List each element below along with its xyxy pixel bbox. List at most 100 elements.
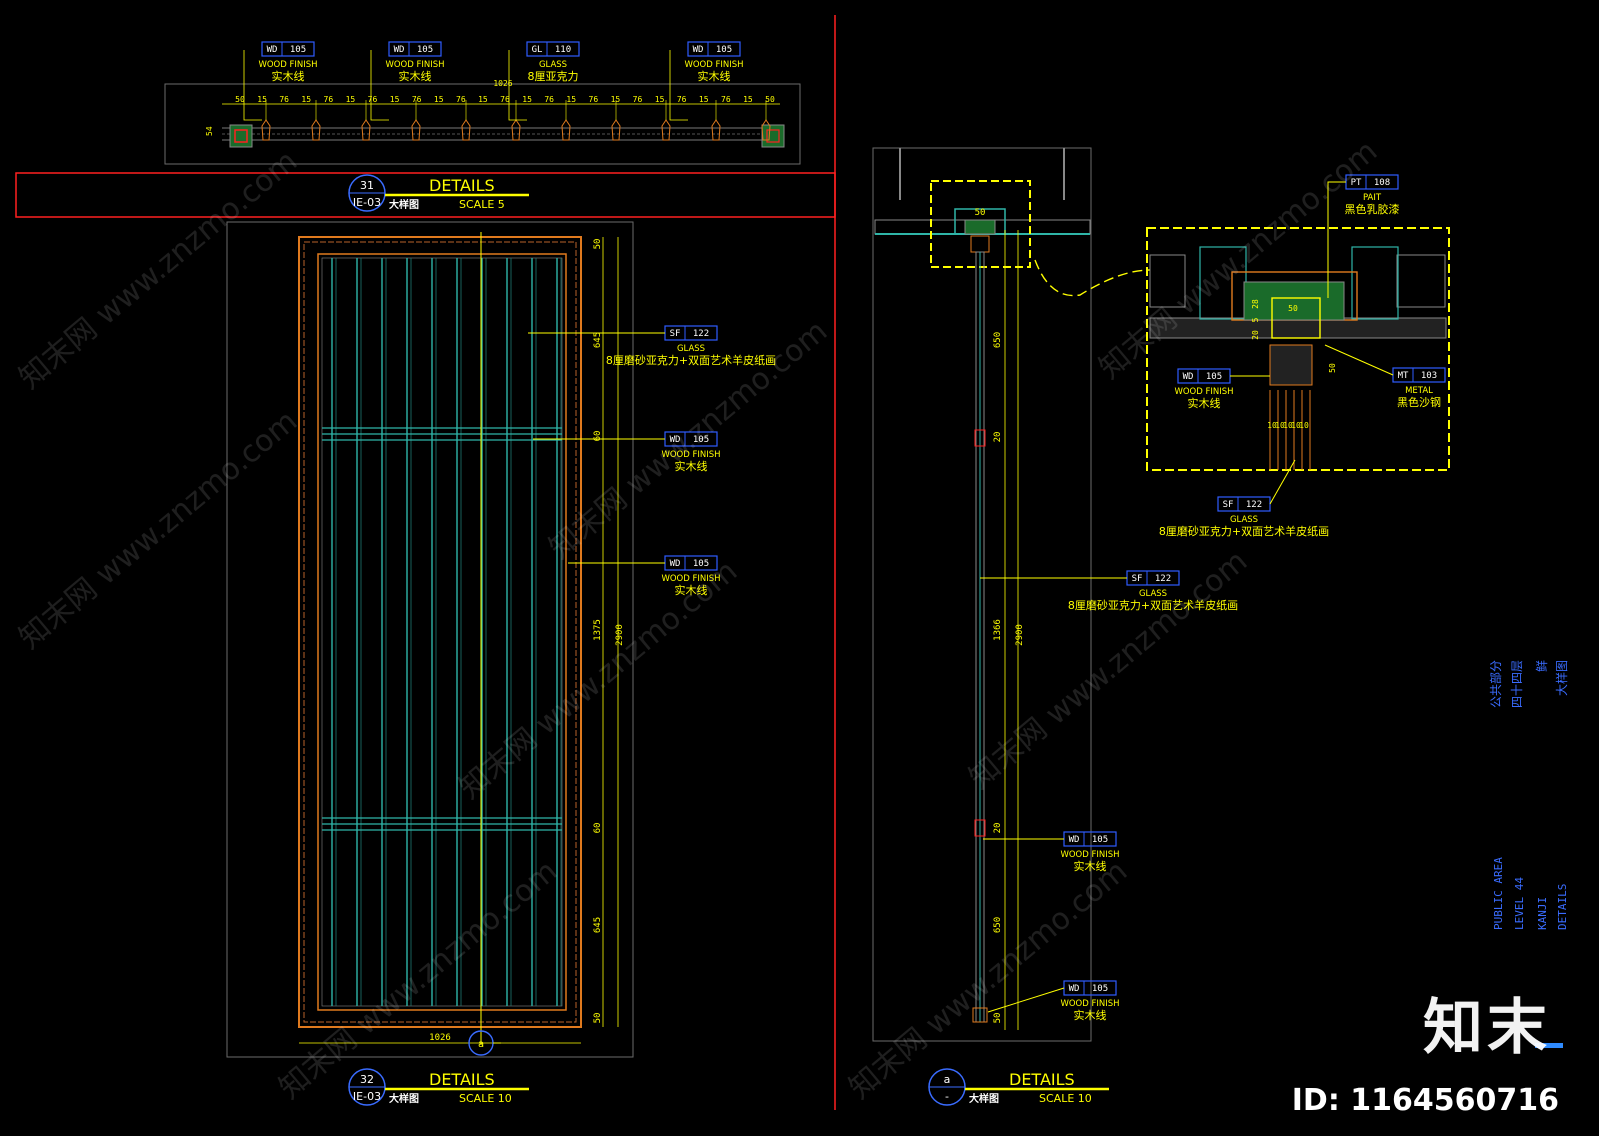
detail-title-zh: 大样图 bbox=[969, 1092, 999, 1105]
top-dim-label: 15 bbox=[478, 95, 488, 104]
top-dim-label: 76 bbox=[368, 95, 378, 104]
mullion-profile bbox=[761, 119, 771, 141]
mullion-profile bbox=[511, 119, 521, 141]
top-dim-label: 76 bbox=[677, 95, 687, 104]
enlarged-dim-label: 10 bbox=[1291, 421, 1301, 430]
section-dim-label: 1366 bbox=[993, 619, 1003, 641]
top-dim-label: 15 bbox=[301, 95, 311, 104]
tag-material-en: WOOD FINISH bbox=[258, 60, 317, 70]
top-dim-label: 15 bbox=[566, 95, 576, 104]
enlarged-dim-label: 10 bbox=[1267, 421, 1277, 430]
tag-code: WD bbox=[267, 45, 278, 55]
watermark-text: 知末网 www.znzmo.com bbox=[1093, 134, 1384, 386]
tag-material-zh: 实木线 bbox=[675, 583, 708, 597]
top-dim-label: 15 bbox=[257, 95, 267, 104]
top-dim-label: 15 bbox=[699, 95, 709, 104]
mullion-profile bbox=[561, 119, 571, 141]
section-dim-label: 20 bbox=[993, 823, 1003, 834]
top-dim-label: 50 bbox=[235, 95, 245, 104]
leader-line bbox=[1269, 459, 1296, 505]
top-dim-label: 15 bbox=[743, 95, 753, 104]
top-dim-label: 50 bbox=[765, 95, 775, 104]
watermark-text: 知末网 www.znzmo.com bbox=[13, 404, 304, 656]
watermark-layer: 知末网 www.znzmo.com 知末网 www.znzmo.com 知末网 ww… bbox=[13, 134, 1384, 1106]
watermark-text: 知末网 www.znzmo.com bbox=[843, 854, 1134, 1106]
tag-material-zh: 8厘磨砂亚克力+双面艺术羊皮纸画 bbox=[1068, 598, 1238, 612]
tag-code: GL bbox=[532, 45, 543, 55]
tag-code: WD bbox=[670, 435, 681, 445]
section-dim-label: 20 bbox=[993, 432, 1003, 443]
elevation-dim-label: 60 bbox=[593, 823, 603, 834]
title-block-zh: 四十四层 bbox=[1510, 660, 1524, 708]
tag-material-zh: 黑色沙钢 bbox=[1397, 395, 1441, 409]
tag-material-zh: 8厘磨砂亚克力+双面艺术羊皮纸画 bbox=[606, 353, 776, 367]
detail-number: 31 bbox=[360, 179, 374, 192]
detail-title-text: DETAILS bbox=[429, 176, 495, 195]
detail-title-strip bbox=[15, 172, 836, 218]
leader-line bbox=[1327, 181, 1346, 298]
tag-code: WD bbox=[1069, 835, 1080, 845]
tag-code: SF bbox=[1132, 574, 1143, 584]
top-dim-label: 15 bbox=[655, 95, 665, 104]
tag-material-zh: 8厘磨砂亚克力+双面艺术羊皮纸画 bbox=[1159, 524, 1329, 538]
leader-line bbox=[508, 50, 527, 121]
enlarged-fins bbox=[1269, 390, 1311, 470]
tag-material-zh: 实木线 bbox=[272, 69, 305, 83]
tag-number: 105 bbox=[1092, 835, 1108, 845]
tag-number: 105 bbox=[290, 45, 306, 55]
mullion-profile bbox=[661, 119, 671, 141]
detail-scale: SCALE 10 bbox=[459, 1092, 512, 1105]
mullion-profile bbox=[411, 119, 421, 141]
tag-number: 105 bbox=[716, 45, 732, 55]
elevation-dim-label: 60 bbox=[593, 431, 603, 442]
detail-number: 32 bbox=[360, 1073, 374, 1086]
tag-material-en: WOOD FINISH bbox=[1060, 999, 1119, 1009]
tag-code: WD bbox=[693, 45, 704, 55]
tag-code: WD bbox=[394, 45, 405, 55]
top-dim-label: 76 bbox=[544, 95, 554, 104]
tag-material-zh: 实木线 bbox=[698, 69, 731, 83]
tag-material-en: METAL bbox=[1405, 386, 1433, 396]
leader-line bbox=[669, 50, 688, 121]
mullion-profile bbox=[461, 119, 471, 141]
enlarged-dim-label: 10 bbox=[1299, 421, 1309, 430]
detail-title-text: DETAILS bbox=[1009, 1070, 1075, 1089]
mullion-profile bbox=[711, 119, 721, 141]
top-dim-label: 15 bbox=[390, 95, 400, 104]
watermark-text: 知末网 www.znzmo.com bbox=[273, 854, 564, 1106]
tag-material-zh: 实木线 bbox=[1074, 1008, 1107, 1022]
top-dim-label: 15 bbox=[522, 95, 532, 104]
tag-code: WD bbox=[1183, 372, 1194, 382]
tag-number: 110 bbox=[555, 45, 571, 55]
title-block-zh: 鲜 bbox=[1535, 660, 1549, 672]
tag-material-zh: 实木线 bbox=[399, 69, 432, 83]
top-dim-label: 76 bbox=[324, 95, 334, 104]
leader-line bbox=[987, 987, 1065, 1013]
enlarged-dim-label: 20 bbox=[1251, 330, 1260, 340]
section-marker: a bbox=[478, 1039, 484, 1050]
detail-title-zh: 大样图 bbox=[389, 198, 419, 211]
tag-code: WD bbox=[1069, 984, 1080, 994]
title-block-zh: 公共部分 bbox=[1488, 660, 1503, 708]
elevation-dim-label: 645 bbox=[593, 917, 603, 933]
top-dim-label: 15 bbox=[611, 95, 621, 104]
top-dim-label: 76 bbox=[456, 95, 466, 104]
